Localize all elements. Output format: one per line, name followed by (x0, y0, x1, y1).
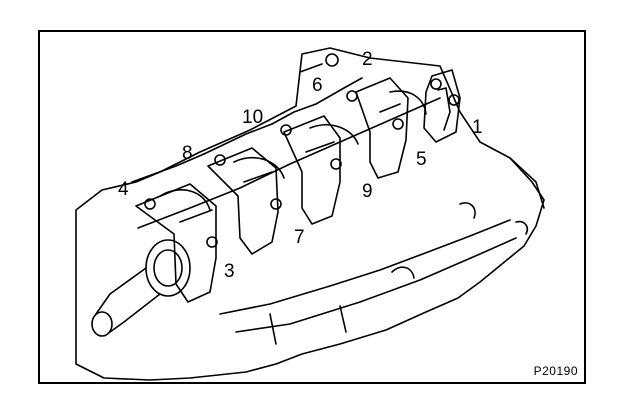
leader-10-6 (271, 103, 317, 125)
cylinder-block-outline (75, 47, 545, 381)
callout-3: 3 (224, 261, 235, 282)
callout-8: 8 (182, 143, 193, 164)
illustration-frame: 1 2 3 4 5 6 7 8 9 10 P20190 (38, 30, 586, 384)
leader-4-8 (131, 153, 205, 183)
crank-web-3 (233, 156, 285, 179)
callout-9: 9 (362, 181, 373, 202)
bearing-cap-3 (280, 115, 342, 225)
callout-10: 10 (242, 107, 264, 128)
figure-code: P20190 (533, 364, 578, 378)
crank-web-2 (309, 124, 359, 145)
leader-8-10 (203, 123, 273, 155)
crank-web-4 (159, 189, 211, 211)
engine-block-diagram (75, 47, 545, 381)
bearing-cap-1 (423, 69, 461, 143)
bearing-cap-2 (346, 77, 409, 179)
cap-row-edge (137, 97, 441, 229)
bearing-cap-4 (207, 147, 282, 255)
callout-6: 6 (312, 75, 323, 96)
crankshaft-snout (91, 239, 191, 337)
callout-1: 1 (472, 117, 483, 138)
bearing-cap-5 (135, 183, 218, 303)
callout-2: 2 (362, 49, 373, 70)
crank-web-1 (389, 90, 427, 115)
leader-6-2 (315, 77, 363, 105)
callout-5: 5 (416, 149, 427, 170)
callout-7: 7 (294, 227, 305, 248)
block-lower-rail (219, 219, 511, 315)
callout-4: 4 (118, 179, 129, 200)
